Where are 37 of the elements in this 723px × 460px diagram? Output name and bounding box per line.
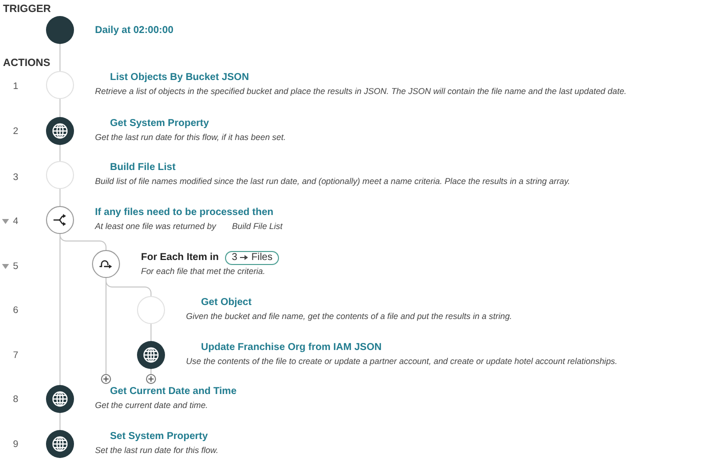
step-number: 9: [13, 438, 18, 450]
pill-step-number: 3: [232, 252, 238, 264]
section-heading: TRIGGER: [3, 3, 51, 15]
trigger-schedule: Daily at 02:00:00: [95, 24, 174, 37]
section-heading: ACTIONS: [3, 57, 50, 69]
connector-line: [60, 234, 106, 250]
step-title: Get Object: [201, 296, 252, 309]
condition-title: If any files need to be processed then: [95, 206, 274, 219]
step-description: Build list of file names modified since the last run date, and (optionally) meet a name criteria. Place the results in a string array.: [95, 176, 570, 187]
step-number: 7: [13, 350, 18, 360]
step-reference: Build File List: [232, 221, 283, 232]
step-title: Get System Property: [110, 117, 209, 130]
pill-field-name: Files: [251, 252, 272, 264]
step-number: 5: [13, 260, 18, 272]
step-description: Set the last run date for this flow.: [95, 445, 218, 456]
step-description: For each file that met the criteria.: [141, 266, 266, 277]
data-pill: [224, 250, 280, 264]
step-number: 4: [13, 216, 18, 226]
step-description: At least one file was returned by: [95, 221, 216, 232]
connector-line: [150, 324, 152, 342]
step-description: Get the last run date for this flow, if it has been set.: [95, 132, 286, 143]
step-description: Get the current date and time.: [95, 400, 208, 411]
step-title: For Each Item in: [141, 251, 219, 264]
step-number: 3: [13, 172, 18, 182]
step-title: Get Current Date and Time: [110, 385, 237, 398]
step-number: 2: [13, 126, 18, 136]
step-number: 8: [13, 394, 18, 404]
connector-line: [150, 368, 152, 374]
step-number: 1: [13, 80, 18, 92]
step-description: Retrieve a list of objects in the specified bucket and place the results in JSON. The JSON will contain the file name and the last updated date.: [95, 86, 627, 97]
step-title: Set System Property: [110, 430, 208, 443]
step-title: Update Franchise Org from IAM JSON: [201, 341, 382, 354]
step-title: Build File List: [110, 161, 176, 174]
step-description: Use the contents of the file to create or update a partner account, and create or update hotel account relationships.: [186, 356, 618, 367]
step-title: List Objects By Bucket JSON: [110, 71, 249, 84]
step-number: 6: [13, 304, 18, 316]
step-description: Given the bucket and file name, get the contents of a file and put the results in a string.: [186, 311, 512, 322]
